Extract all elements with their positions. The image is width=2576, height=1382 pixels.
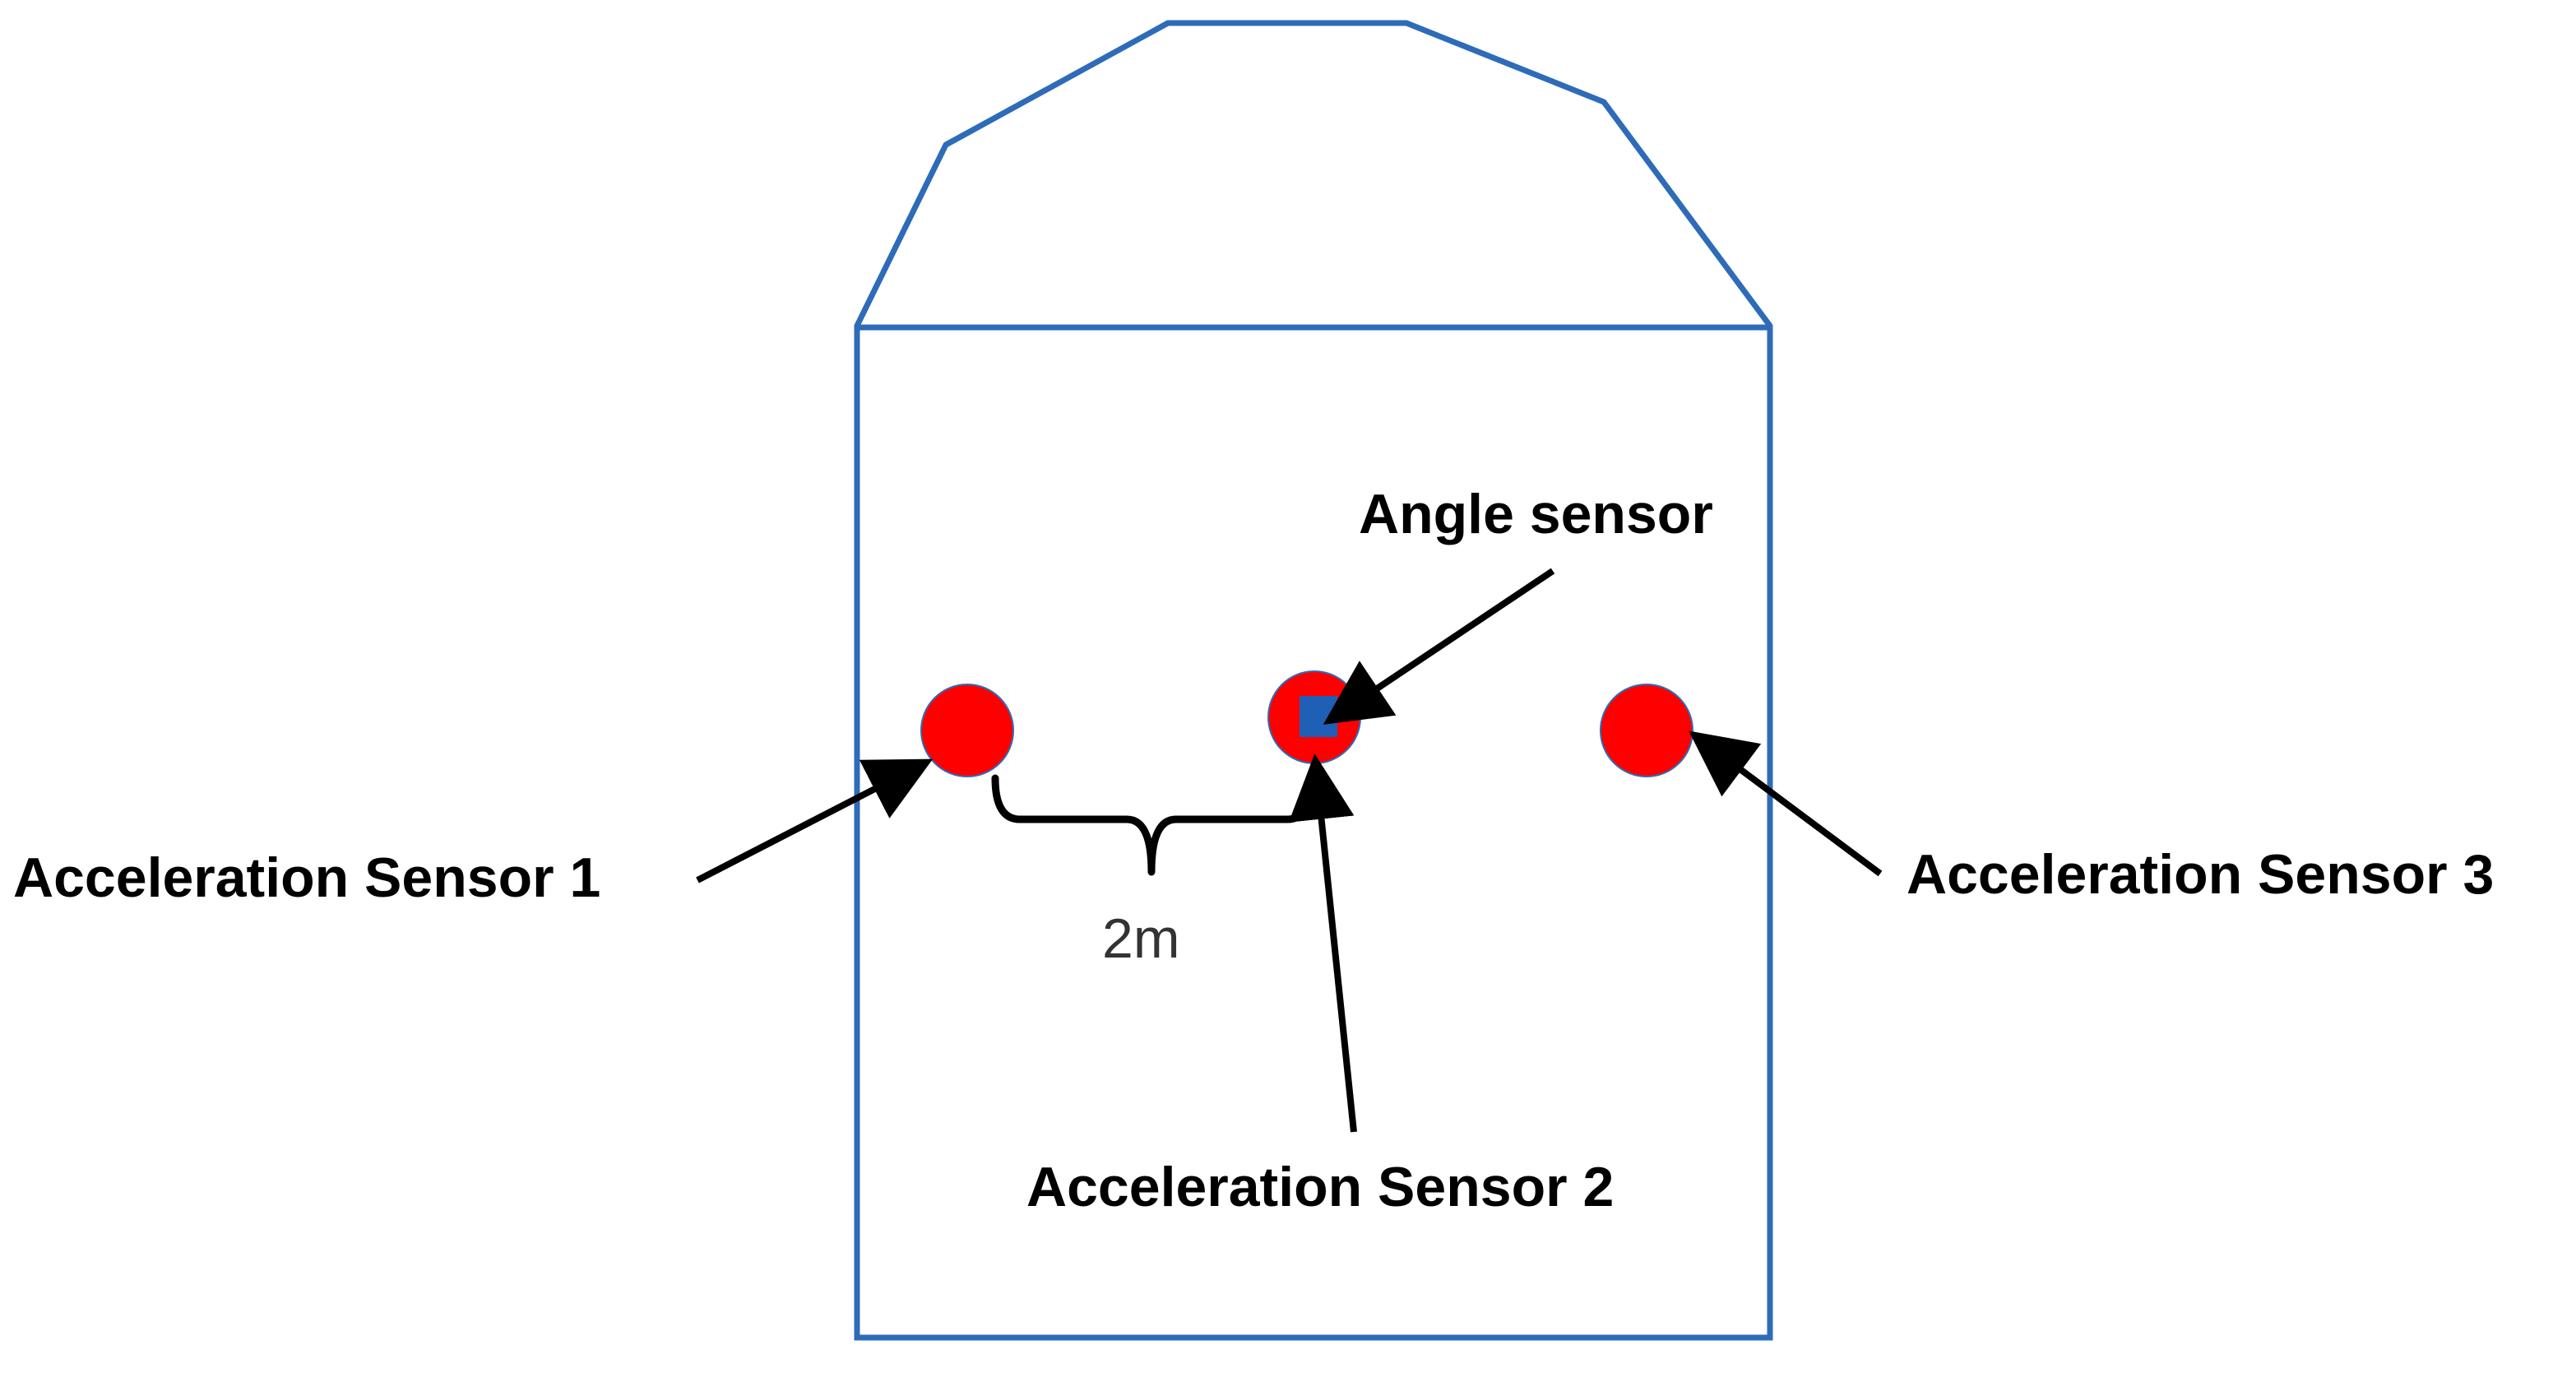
roof-outline — [854, 20, 1772, 328]
spacing-brace — [991, 774, 1316, 876]
acceleration-sensor-2-label: Acceleration Sensor 2 — [1026, 1156, 1614, 1218]
arrow-sensor-3 — [1689, 730, 1883, 877]
arrow-sensor-1 — [696, 758, 934, 883]
acceleration-sensor-1 — [920, 684, 1014, 777]
acceleration-sensor-3-label: Acceleration Sensor 3 — [1907, 843, 2494, 906]
arrow-angle-sensor — [1323, 568, 1555, 725]
acceleration-sensor-3 — [1600, 684, 1693, 777]
spacing-label: 2m — [1102, 907, 1179, 970]
acceleration-sensor-1-label: Acceleration Sensor 1 — [13, 846, 600, 909]
angle-sensor — [1300, 696, 1337, 737]
body-outline — [854, 324, 1773, 1341]
arrow-sensor-2 — [1288, 754, 1357, 1133]
angle-sensor-label: Angle sensor — [1359, 483, 1713, 545]
